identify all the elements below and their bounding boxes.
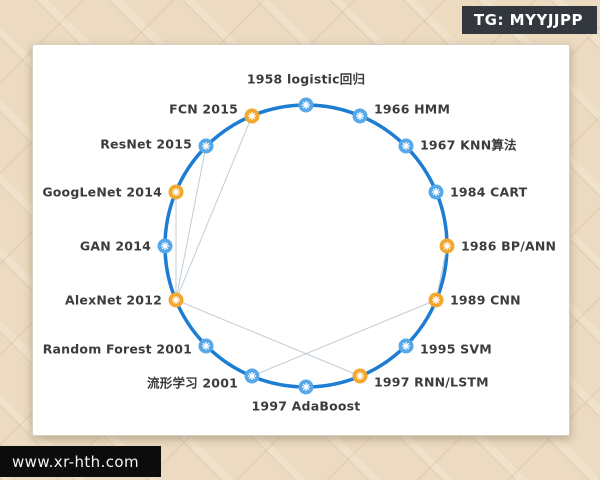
node-cart [428, 184, 444, 200]
timeline-label-resnet: ResNet 2015 [100, 136, 192, 152]
timeline-label-alexnet: AlexNet 2012 [65, 292, 162, 308]
node-manifold [244, 368, 260, 384]
timeline-label-logistic: 1958 logistic回归 [246, 71, 366, 87]
timeline-label-manifold: 流形学习 2001 [147, 375, 238, 391]
node-gan [157, 238, 173, 254]
node-randomforest [198, 338, 214, 354]
edge-alexnet-resnet [175, 145, 207, 301]
timeline-label-knn: 1967 KNN算法 [420, 137, 517, 153]
timeline-label-svm: 1995 SVM [420, 341, 492, 357]
site-watermark-badge: www.xr-hth.com [0, 446, 161, 477]
edge-bpann-cnn [435, 245, 448, 301]
tg-watermark-badge: TG: MYYJJPP [461, 6, 597, 34]
timeline-label-randomforest: Random Forest 2001 [42, 341, 192, 357]
node-fcn [244, 108, 260, 124]
timeline-diagram [157, 97, 455, 395]
timeline-label-hmm: 1966 HMM [374, 101, 451, 117]
edge-alexnet-fcn [175, 115, 253, 301]
edge-alexnet-rnnlstm [175, 299, 361, 377]
node-rnnlstm [352, 368, 368, 384]
node-logistic [298, 97, 314, 113]
node-bpann [439, 238, 455, 254]
timeline-label-fcn: FCN 2015 [169, 101, 238, 117]
node-resnet [198, 138, 214, 154]
content-card: 1958 logistic回归 1966 HMM 1967 KNN算法 1984… [32, 44, 570, 436]
node-svm [398, 338, 414, 354]
timeline-label-bpann: 1986 BP/ANN [461, 238, 557, 254]
timeline-label-rnnlstm: 1997 RNN/LSTM [374, 374, 489, 390]
node-cnn [428, 292, 444, 308]
timeline-label-adaboost: 1997 AdaBoost [251, 398, 361, 414]
timeline-label-cnn: 1989 CNN [450, 292, 521, 308]
node-knn [398, 138, 414, 154]
timeline-label-googlenet: GoogLeNet 2014 [42, 184, 162, 200]
timeline-label-cart: 1984 CART [450, 184, 528, 200]
node-googlenet [168, 184, 184, 200]
timeline-label-gan: GAN 2014 [79, 238, 151, 254]
edge-cnn-manifold [251, 299, 437, 377]
node-hmm [352, 108, 368, 124]
node-alexnet [168, 292, 184, 308]
node-adaboost [298, 379, 314, 395]
